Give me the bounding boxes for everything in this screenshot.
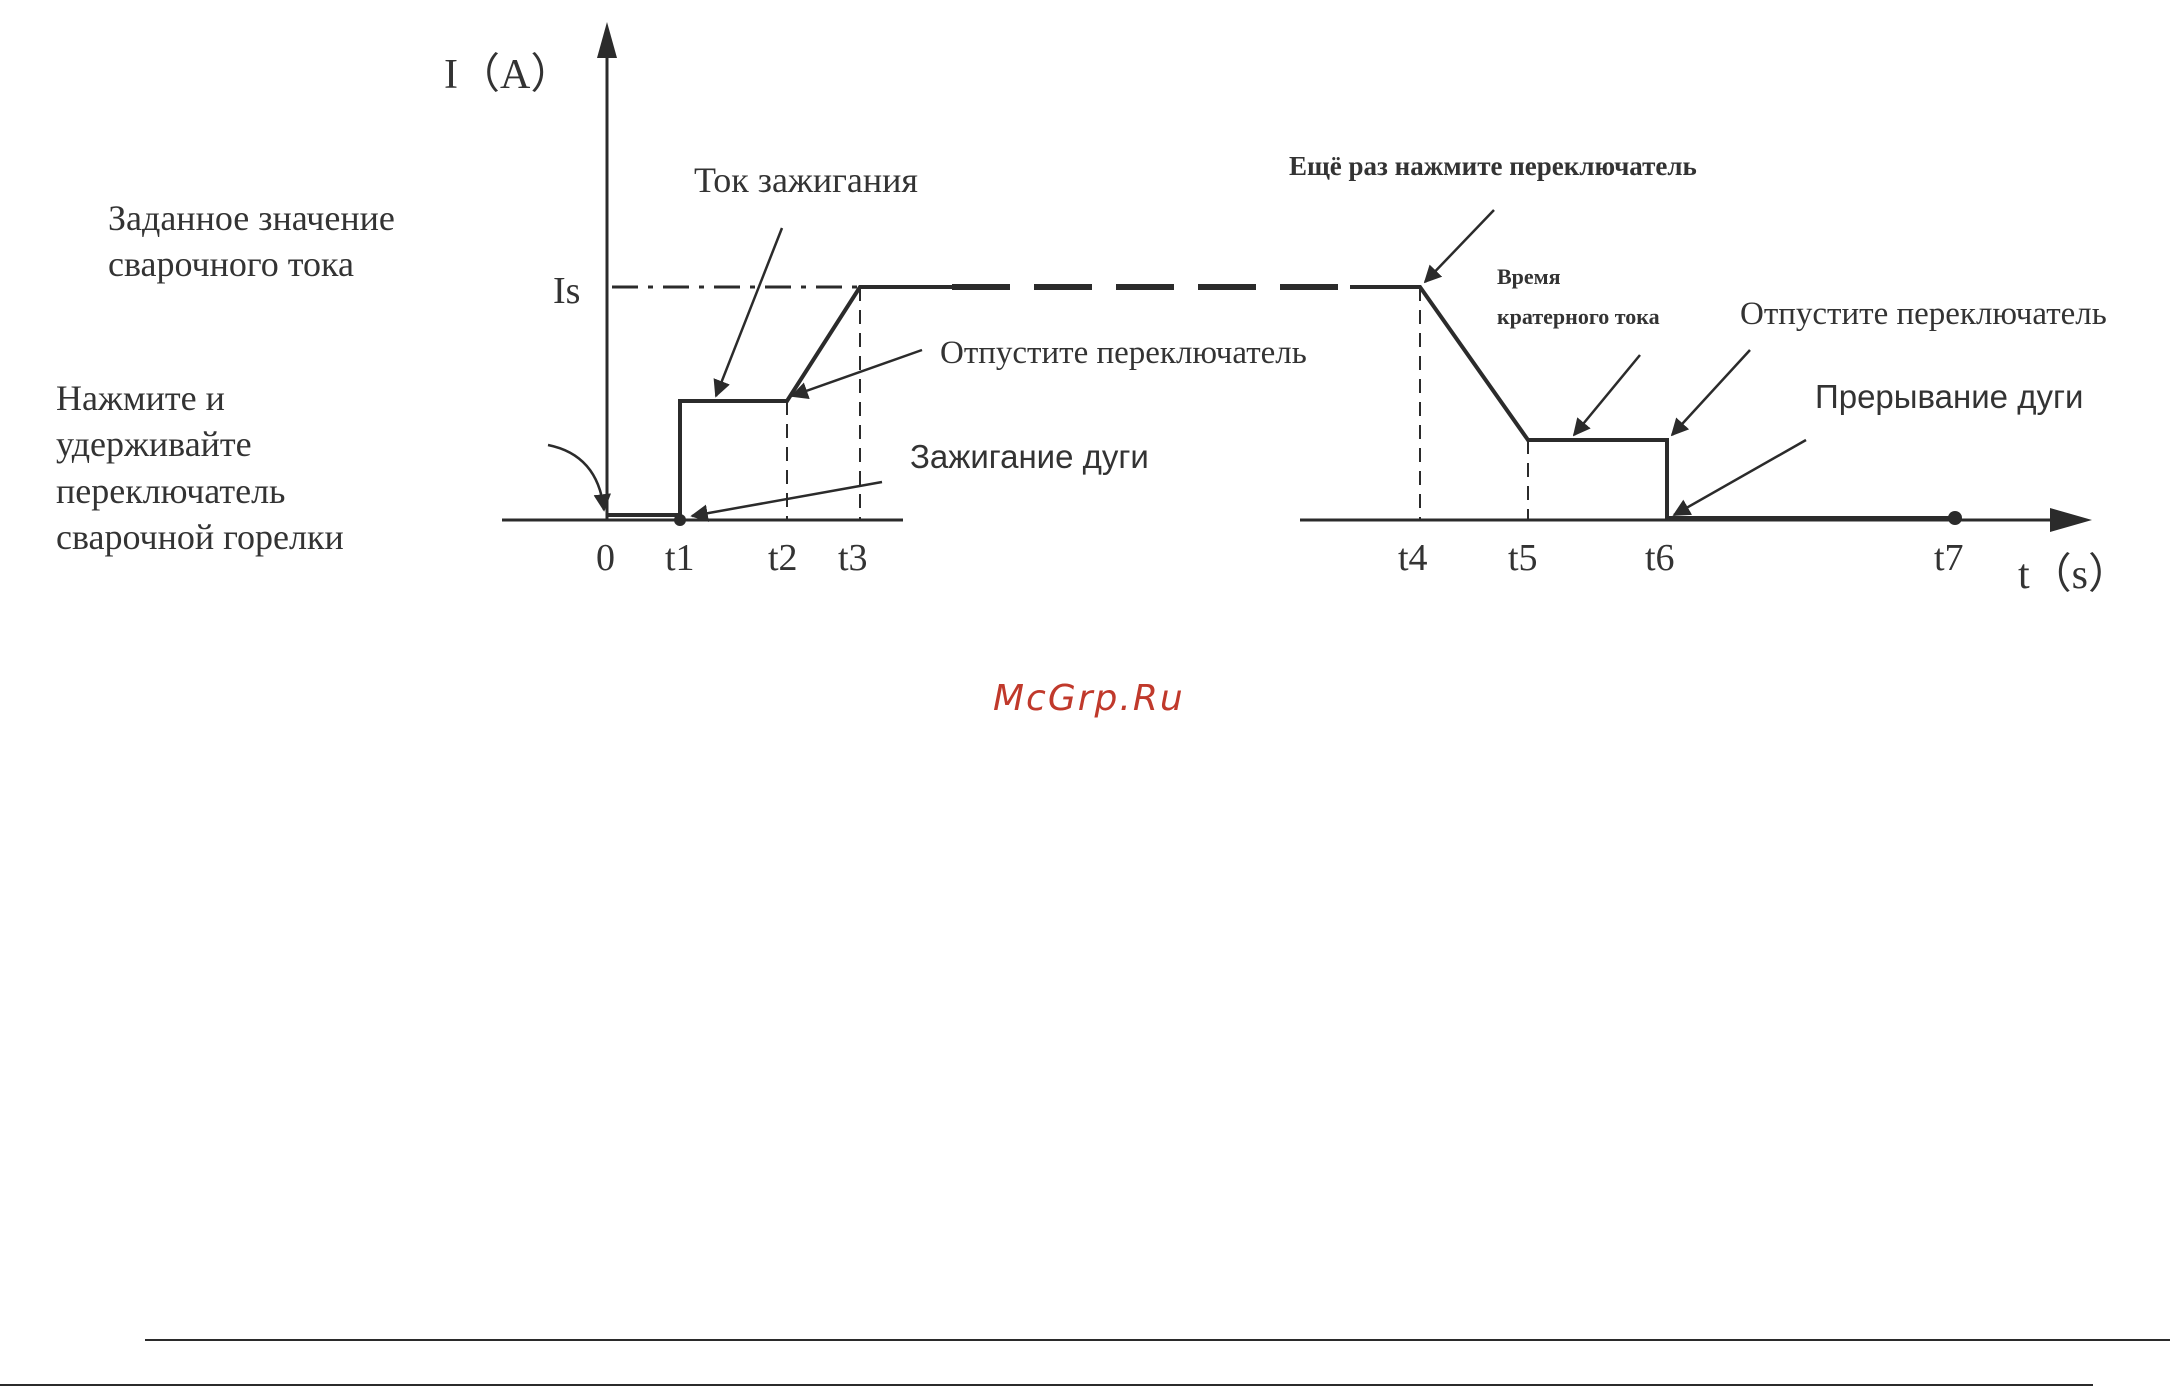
y-axis-arrowhead xyxy=(597,22,617,58)
arrow-crater-time xyxy=(1574,355,1640,435)
set-current-label-line1: Заданное значение xyxy=(108,198,395,238)
arrow-release-1 xyxy=(792,350,922,396)
arrow-arc-ignition xyxy=(692,482,882,516)
press-hold-label-line3: переключатель xyxy=(56,471,285,511)
arrow-press-hold xyxy=(548,445,604,510)
tick-0: 0 xyxy=(596,537,615,579)
tick-t4: t4 xyxy=(1398,537,1428,579)
tick-labels: 0 t1 t2 t3 t4 t5 t6 t7 xyxy=(596,537,1964,579)
tick-t6: t6 xyxy=(1645,537,1675,579)
press-again-label: Ещё раз нажмите переключатель xyxy=(1289,151,1697,181)
current-profile-start xyxy=(607,287,952,515)
press-hold-label-line2: удерживайте xyxy=(56,424,252,464)
x-axis-arrowhead xyxy=(2050,508,2092,532)
press-hold-label-line4: сварочной горелки xyxy=(56,517,344,557)
arrow-press-again xyxy=(1425,210,1494,282)
arrow-release-2 xyxy=(1672,350,1750,435)
tick-t2: t2 xyxy=(768,537,798,579)
crater-time-label-line2: кратерного тока xyxy=(1497,304,1660,329)
vertical-guides xyxy=(787,287,1528,520)
tick-t1: t1 xyxy=(665,537,695,579)
tick-t3: t3 xyxy=(838,537,868,579)
arc-ignition-label: Зажигание дуги xyxy=(910,438,1149,475)
y-axis-label: I（A） xyxy=(444,52,572,98)
release-switch-label-2: Отпустите переключатель xyxy=(1740,296,2107,332)
axes xyxy=(502,22,2092,532)
arc-break-label: Прерывание дуги xyxy=(1815,378,2083,415)
release-switch-label-1: Отпустите переключатель xyxy=(940,335,1307,371)
is-level-label: Is xyxy=(553,270,580,312)
crater-time-label-line1: Время xyxy=(1497,264,1561,289)
tick-t7: t7 xyxy=(1934,537,1964,579)
point-t1 xyxy=(674,514,686,526)
arrow-ignition-current xyxy=(716,228,782,396)
ignition-current-label: Ток зажигания xyxy=(694,160,918,200)
arrow-arc-break xyxy=(1674,440,1806,515)
press-hold-label-line1: Нажмите и xyxy=(56,378,225,418)
point-t7 xyxy=(1948,511,1962,525)
x-axis-label: t（s） xyxy=(2018,552,2130,598)
watermark-text: McGrp.Ru xyxy=(993,678,1185,719)
set-current-label-line2: сварочного тока xyxy=(108,244,354,284)
tick-t5: t5 xyxy=(1508,537,1538,579)
